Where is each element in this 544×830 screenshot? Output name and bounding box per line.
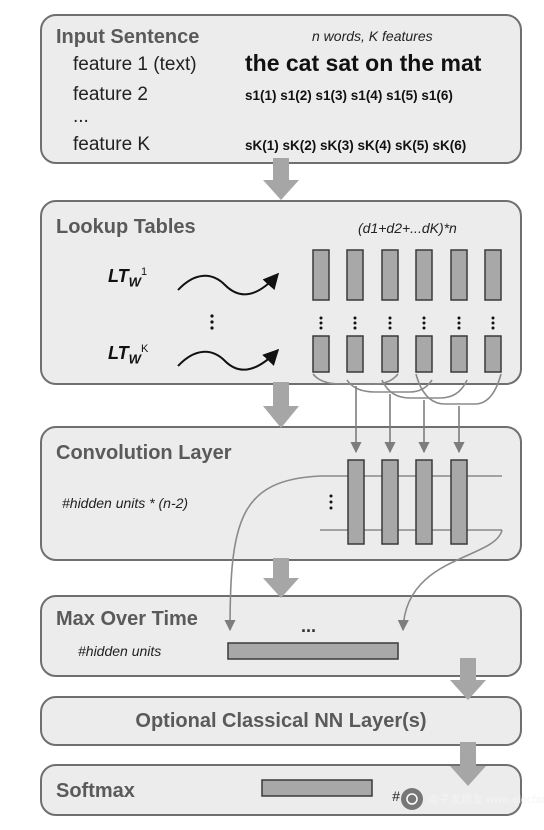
watermark-text: 电子发烧友 www.elecfans.com [428, 794, 544, 806]
convolution-layer-title: Convolution Layer [56, 442, 232, 464]
lookup-top-row [312, 249, 502, 301]
lt-wk-label: LTWK [108, 343, 148, 367]
lookup-vertical-ellipsis [319, 316, 495, 330]
optional-nn-title: Optional Classical NN Layer(s) [135, 710, 427, 732]
conv-units [347, 459, 468, 545]
conv-to-max-left-curve [224, 475, 321, 632]
lookup-window-brackets [312, 373, 502, 405]
lt-sub-k: W [128, 351, 141, 367]
softmax-bar [261, 779, 373, 797]
max-over-time-bar [227, 642, 399, 660]
conv-units-label: #hidden units * (n-2) [62, 495, 189, 511]
sk-sequence: sK(1) sK(2) sK(3) sK(4) sK(5) sK(6) [245, 138, 467, 153]
lt-vertical-ellipsis [210, 314, 214, 330]
s1-sequence: s1(1) s1(2) s1(3) s1(4) s1(5) s1(6) [245, 88, 453, 103]
max-over-time-title: Max Over Time [56, 608, 198, 630]
softmax-title: Softmax [56, 780, 135, 802]
lookup-dims: (d1+d2+...dK)*n [358, 220, 457, 236]
input-sentence-panel [40, 14, 522, 164]
watermark-badge [401, 788, 423, 810]
ellipsis-label: ... [73, 106, 89, 127]
lt-base-k: LT [108, 343, 129, 363]
flow-arrow-max-to-optional [450, 658, 486, 700]
input-subtitle: n words, K features [312, 28, 433, 44]
conv-vertical-ellipsis [329, 494, 333, 510]
lt-wk-wavy-arrow [177, 348, 280, 371]
window-to-conv-arrows [350, 386, 465, 454]
flow-arrow-optional-to-softmax [450, 742, 486, 786]
max-dots: ... [301, 616, 317, 636]
feature-1-label: feature 1 (text) [73, 54, 197, 75]
lt-sup-1: 1 [140, 266, 148, 278]
lt-sub-1: W [128, 274, 141, 290]
flow-arrow-input-to-lookup [263, 158, 299, 200]
lt-w1-label: LTW1 [108, 266, 147, 290]
max-units-label: #hidden units [78, 643, 162, 659]
conv-to-max-right-curve [397, 529, 503, 632]
lookup-tables-title: Lookup Tables [56, 216, 196, 238]
optional-nn-panel [40, 696, 522, 746]
softmax-partial-label: # [392, 788, 400, 804]
input-sentence-title: Input Sentence [56, 26, 200, 48]
lt-w1-wavy-arrow [177, 272, 280, 296]
sentence-text: the cat sat on the mat [245, 50, 482, 76]
feature-k-label: feature K [73, 134, 151, 155]
lookup-bottom-row [312, 335, 502, 373]
lt-sup-k: K [140, 343, 149, 355]
flow-arrow-lookup-to-conv [263, 382, 299, 428]
feature-2-label: feature 2 [73, 84, 148, 105]
lt-base-1: LT [108, 266, 129, 286]
flow-arrow-conv-to-max [263, 558, 299, 598]
max-over-time-panel [40, 595, 522, 677]
